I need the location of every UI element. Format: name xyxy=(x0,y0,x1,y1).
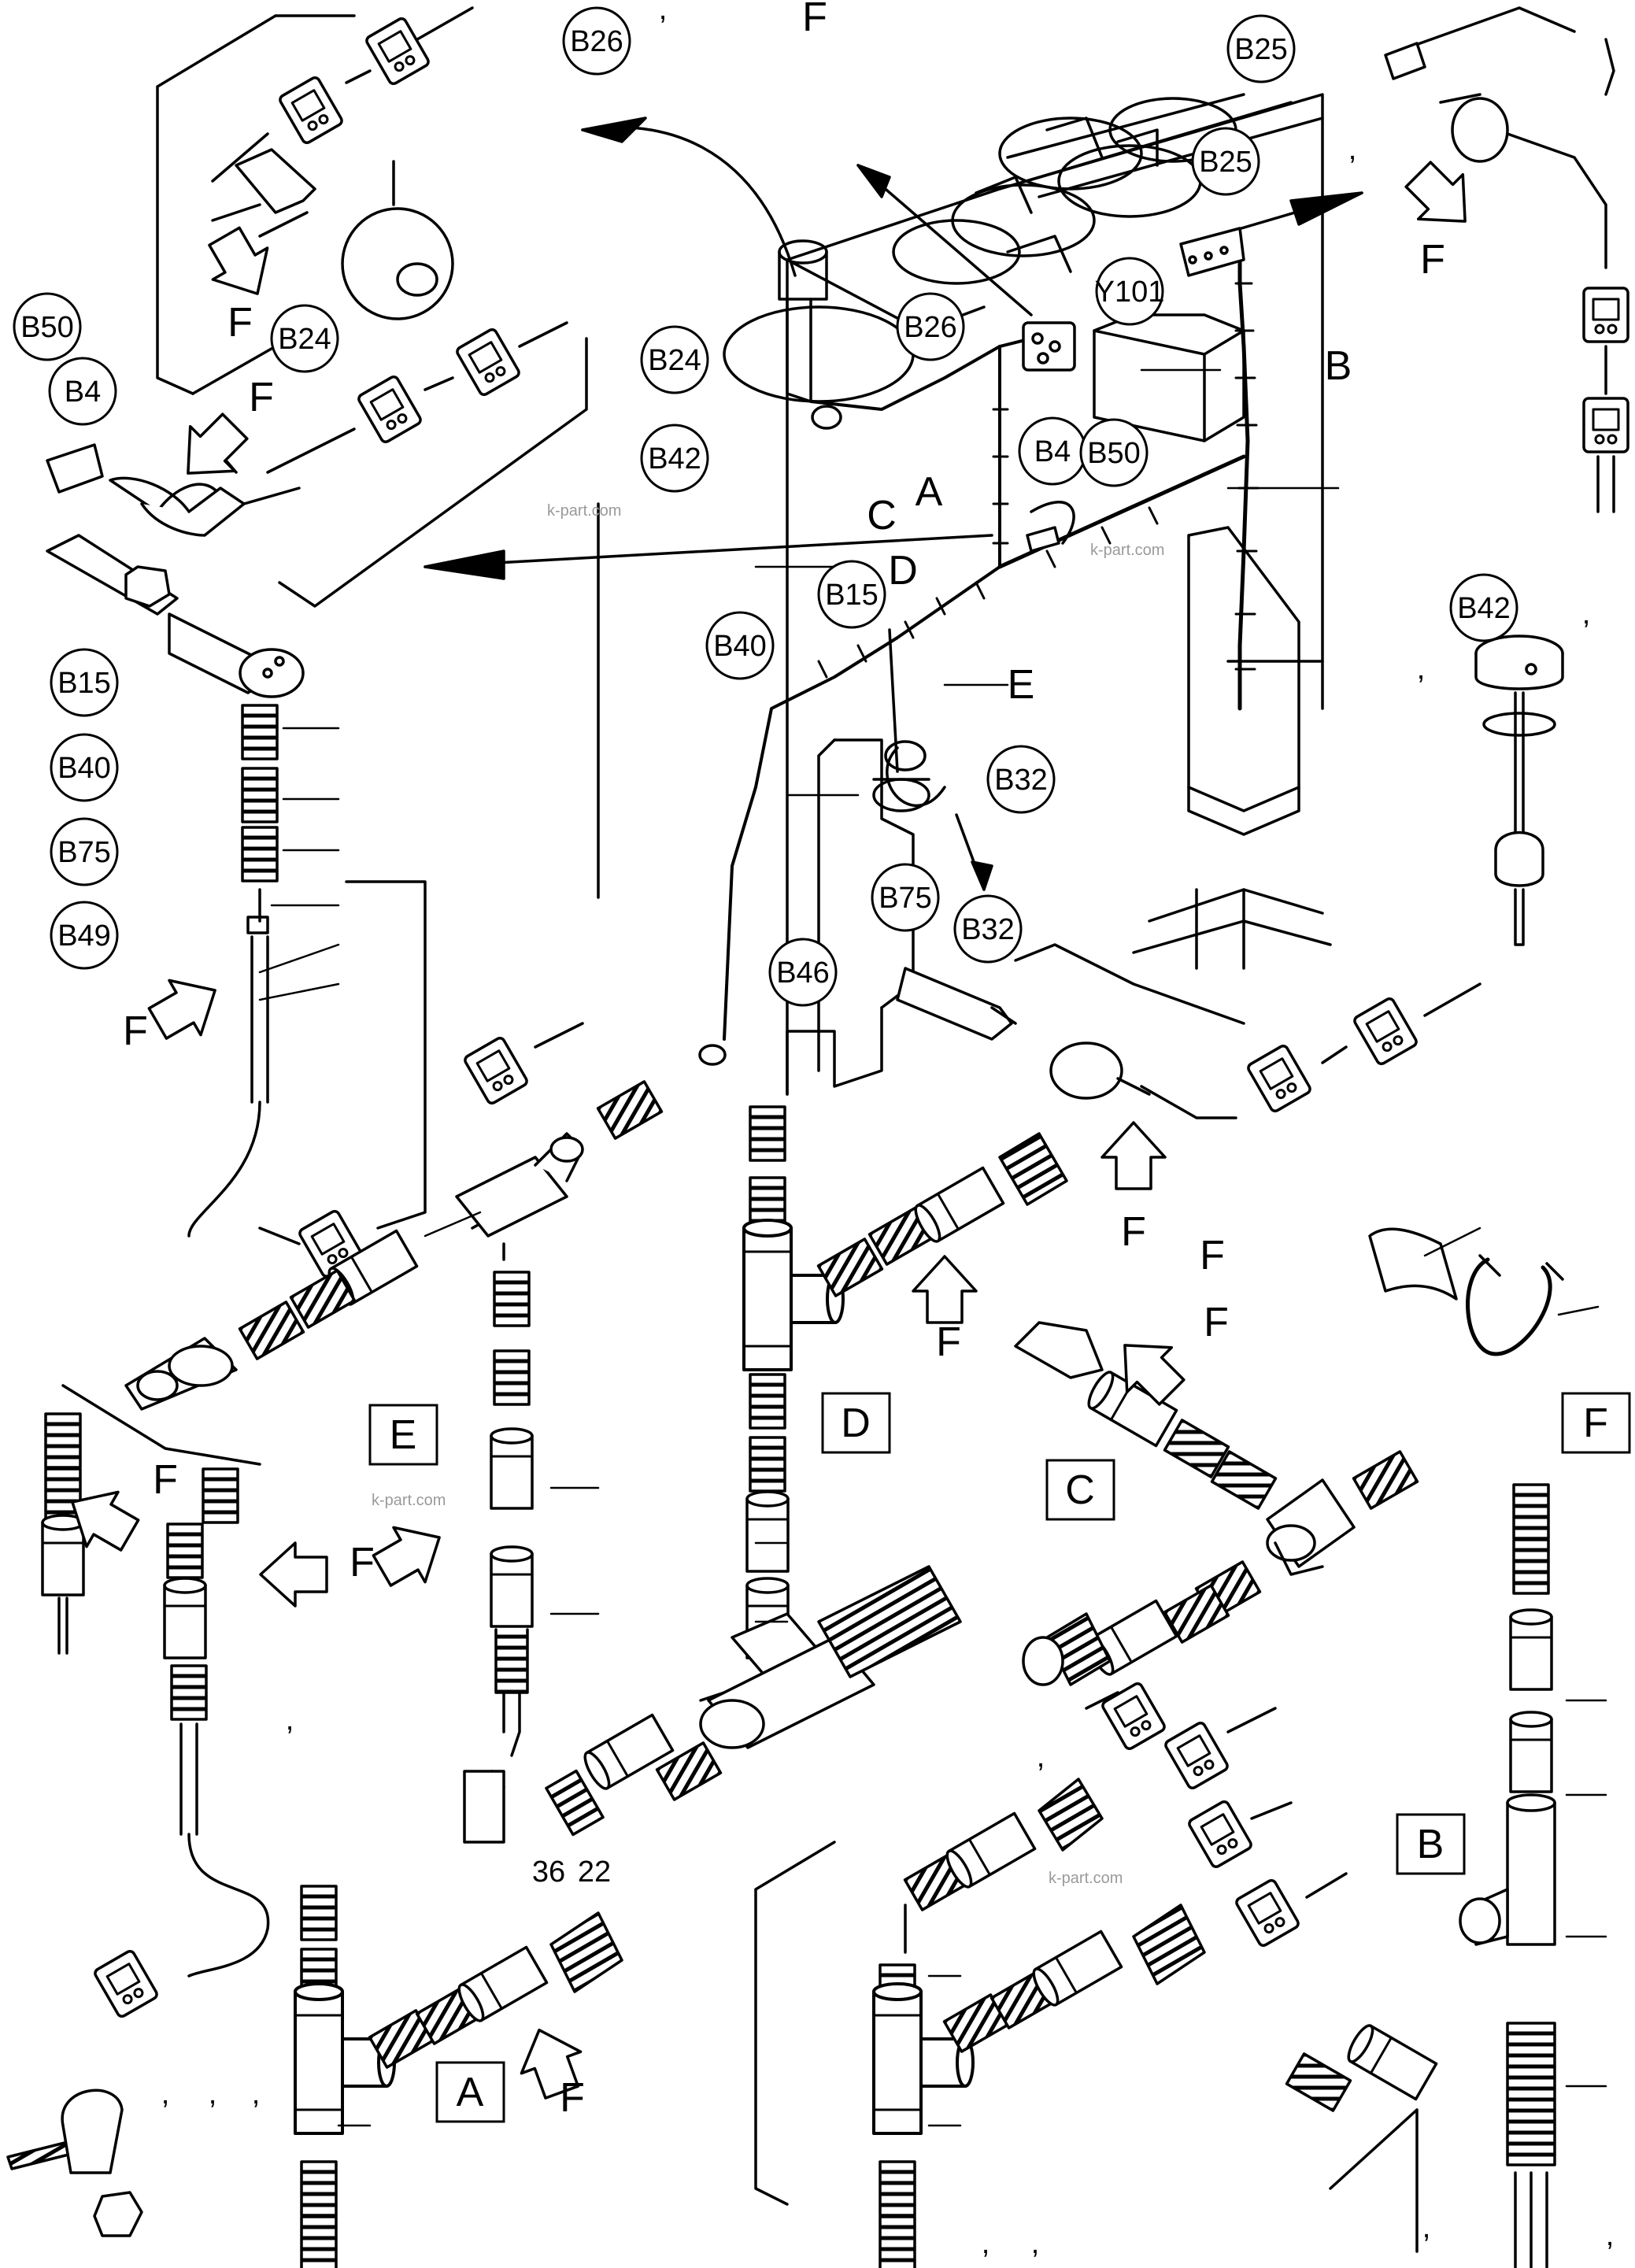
comma-mark: , xyxy=(209,2077,217,2111)
bubble-label: B75 xyxy=(879,882,932,915)
bubble-label: B42 xyxy=(1457,592,1511,625)
bubble-label: B15 xyxy=(825,579,879,612)
watermark-text: k-part.com xyxy=(372,1492,446,1509)
part-numbers: 36 22 xyxy=(532,1855,611,1889)
bubble-b4-left: B4 xyxy=(48,357,117,426)
bubble-label: B24 xyxy=(648,344,701,377)
section-label-e: E xyxy=(390,1412,417,1458)
bubble-b40-center: B40 xyxy=(705,611,775,680)
comma-mark: , xyxy=(1348,133,1357,166)
bubble-label: B26 xyxy=(904,311,957,344)
section-label-a: A xyxy=(457,2070,484,2115)
bubble-label: B50 xyxy=(1087,437,1141,470)
f-arrow-label-1: F xyxy=(802,0,827,40)
watermarks: k-part.com k-part.com k-part.com k-part.com xyxy=(372,502,1164,1887)
bubble-label: B49 xyxy=(57,919,111,953)
view-letter-b: B xyxy=(1325,343,1352,389)
view-letter-a: A xyxy=(916,469,943,515)
view-letter-e: E xyxy=(1008,662,1035,708)
comma-mark: , xyxy=(252,2077,261,2111)
bubble-b26-top: B26 xyxy=(562,6,631,76)
f-arrow-label-7: F xyxy=(936,1319,961,1365)
bubble-b24-center: B24 xyxy=(640,325,709,394)
bubble-b26-center: B26 xyxy=(896,292,965,361)
f-arrow-label-10: F xyxy=(350,1540,375,1585)
bubble-b32-b: B32 xyxy=(953,894,1023,964)
view-letter-d: D xyxy=(888,548,918,594)
bubble-b40-left: B40 xyxy=(50,733,119,802)
bubble-label: B26 xyxy=(570,25,623,58)
bubble-label: B32 xyxy=(994,764,1048,797)
comma-mark: , xyxy=(1422,2211,1431,2244)
bubble-b25-top: B25 xyxy=(1226,14,1296,83)
f-arrow-label-3: F xyxy=(249,375,274,420)
bubble-b42-right: B42 xyxy=(1449,573,1518,642)
comma-mark: , xyxy=(286,1704,294,1737)
watermark-text: k-part.com xyxy=(1049,1870,1123,1887)
section-label-c: C xyxy=(1065,1467,1095,1513)
comma-marks: ,,,,,,,,,,,,, xyxy=(161,0,1615,2260)
comma-mark: , xyxy=(1417,653,1426,686)
section-label-f: F xyxy=(1583,1400,1608,1446)
bubble-b50-center: B50 xyxy=(1079,418,1149,487)
bubble-label: B32 xyxy=(961,913,1015,946)
bubble-label: B25 xyxy=(1234,33,1288,66)
bubble-label: B40 xyxy=(57,752,111,785)
comma-mark: , xyxy=(1582,598,1591,631)
bubble-b46: B46 xyxy=(768,938,838,1007)
bubble-label: B15 xyxy=(57,667,111,700)
comma-mark: , xyxy=(1606,2219,1615,2252)
f-arrow-label-11: F xyxy=(560,2075,585,2121)
bubble-b75-left: B75 xyxy=(50,817,119,886)
comma-mark: , xyxy=(1031,2227,1040,2260)
bubble-label: B75 xyxy=(57,836,111,869)
bubble-b15-left: B15 xyxy=(50,648,119,717)
f-arrow-label-12: F xyxy=(1200,1233,1225,1278)
comma-mark: , xyxy=(659,0,668,26)
bubble-b25-mid: B25 xyxy=(1191,127,1260,196)
part-number-36: 36 xyxy=(532,1855,565,1889)
bubble-label: B4 xyxy=(65,376,101,409)
view-letters: B C A D E xyxy=(867,343,1352,708)
f-arrow-label-6: F xyxy=(1121,1209,1146,1255)
bubble-b42-center: B42 xyxy=(640,424,709,493)
f-arrow-label-5: F xyxy=(123,1008,148,1054)
part-number-22: 22 xyxy=(578,1855,611,1889)
bubble-label: B24 xyxy=(278,323,331,356)
f-arrow-label-4: F xyxy=(1420,237,1445,283)
bubble-b24-left: B24 xyxy=(270,304,339,373)
bubble-b75-center: B75 xyxy=(871,863,940,932)
bubble-label: B42 xyxy=(648,442,701,475)
comma-mark: , xyxy=(1037,1741,1045,1774)
section-label-d: D xyxy=(841,1400,871,1446)
bubble-label: B40 xyxy=(713,630,767,663)
bubble-b15-center: B15 xyxy=(817,560,886,629)
watermark-text: k-part.com xyxy=(547,502,621,520)
section-boxes: E D C F B A xyxy=(368,1392,1631,2123)
bubble-label: B50 xyxy=(20,311,74,344)
bubble-label: B25 xyxy=(1199,146,1252,179)
watermark-text: k-part.com xyxy=(1090,542,1164,559)
f-arrow-label-9: F xyxy=(153,1457,178,1503)
bubble-label: B4 xyxy=(1034,435,1071,468)
bubble-b4-center: B4 xyxy=(1018,416,1087,486)
comma-mark: , xyxy=(982,2227,990,2260)
bubble-label: Y101 xyxy=(1095,276,1165,309)
view-letter-c: C xyxy=(867,493,897,538)
bubble-b50: B50 xyxy=(13,292,82,361)
bubble-y101: Y101 xyxy=(1095,257,1165,326)
section-label-b: B xyxy=(1417,1822,1444,1867)
f-arrow-label-2: F xyxy=(227,300,253,346)
comma-mark: , xyxy=(161,2077,170,2111)
bubble-b49-left: B49 xyxy=(50,901,119,970)
bubble-label: B46 xyxy=(776,956,830,990)
f-arrow-label-8: F xyxy=(1204,1300,1229,1345)
bubble-b32-a: B32 xyxy=(986,745,1056,814)
line-art xyxy=(6,6,1629,2268)
